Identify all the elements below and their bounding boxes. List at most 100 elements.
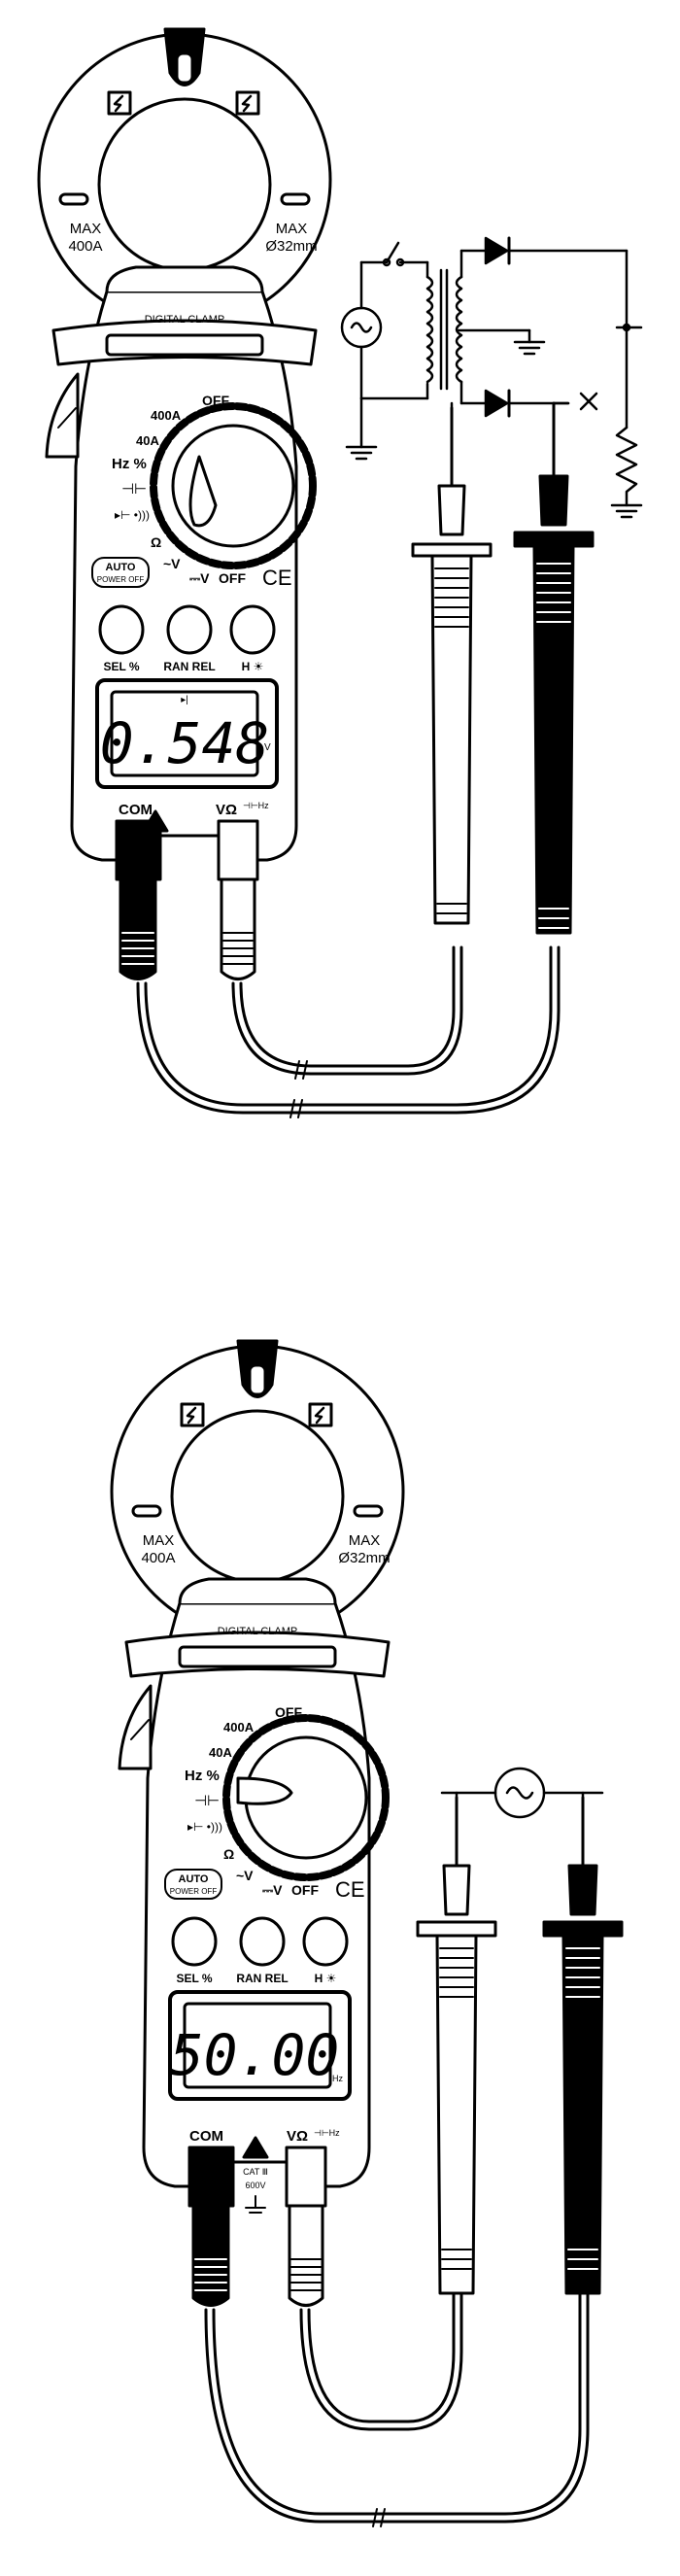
ran-rel-button-label: RAN REL: [163, 660, 215, 673]
power-off-label: POWER OFF: [170, 1887, 218, 1896]
com-label: COM: [189, 2128, 223, 2145]
ce-mark: CE: [335, 1877, 365, 1902]
v-ohm-jack[interactable]: [285, 2146, 327, 2208]
diode-bottom: [484, 389, 509, 418]
hold-light-button-label: H ☀: [315, 1972, 337, 1985]
max-current-line1: MAX: [143, 1532, 175, 1549]
auto-label: AUTO: [179, 1873, 209, 1885]
warning-bolt-icon: [308, 1402, 333, 1427]
lcd-reading: 50.00: [170, 2022, 340, 2088]
dial-off-top: OFF: [202, 393, 229, 408]
lcd-bezel: [168, 1990, 352, 2101]
hand-guard: [124, 1631, 391, 1678]
com-jack[interactable]: [187, 2146, 235, 2208]
ce-mark: CE: [262, 566, 292, 590]
max-diameter-line2: Ø32mm: [338, 1550, 390, 1566]
ac-source-circuit: [440, 1767, 604, 1819]
black-lead-cable: [136, 945, 561, 1115]
hold-light-button-label: H ☀: [242, 660, 264, 673]
diagram-2-svg: MAX 400A MAX Ø32mm DIGITAL CLAMP OFF 400…: [110, 1339, 624, 2527]
hold-light-button[interactable]: [302, 1916, 349, 1967]
max-diameter-line2: Ø32mm: [265, 238, 317, 255]
black-plug: [191, 2204, 230, 2307]
black-plug-grip: [121, 932, 154, 965]
dial-diode: ▸⊢ •))): [187, 1820, 222, 1834]
jaw-mark-left: [131, 1504, 162, 1518]
max-current-line1: MAX: [70, 221, 102, 237]
clamp-jaw-opening: [97, 97, 272, 272]
diode-top: [484, 236, 509, 265]
brand-label: DIGITAL CLAMP: [145, 314, 225, 326]
dial-pointer: [236, 1776, 293, 1805]
diagram-diode-measurement: MAX 400A MAX Ø32mm DIGITAL CLAMP OFF 400…: [0, 0, 680, 1166]
com-jack[interactable]: [115, 819, 162, 881]
dial-400a: 400A: [223, 1720, 255, 1735]
white-test-probe: [416, 1796, 497, 2295]
dial-acv: ~V: [163, 556, 181, 571]
rectifier-circuit: [340, 236, 643, 519]
dial-capacitance: ⊣⊢: [194, 1793, 220, 1809]
jaw-trigger: [45, 372, 80, 459]
dial-ohm: Ω: [151, 534, 161, 550]
warning-bolt-icon: [107, 90, 132, 116]
sel-button[interactable]: [171, 1916, 218, 1967]
cap-hz-label: ⊣⊢Hz: [314, 2128, 340, 2138]
load-resistor: [615, 426, 638, 507]
rotary-dial[interactable]: [150, 402, 317, 569]
lcd-screen: [110, 690, 259, 777]
dial-off-bottom: OFF: [219, 570, 246, 586]
warning-triangle-icon: [242, 2136, 269, 2159]
ran-rel-button[interactable]: [239, 1916, 286, 1967]
diagram-frequency-measurement: MAX 400A MAX Ø32mm DIGITAL CLAMP OFF 400…: [0, 1322, 680, 2576]
sel-button-label: SEL %: [176, 1972, 212, 1985]
com-label: COM: [119, 802, 153, 818]
dial-hz: Hz %: [112, 456, 147, 472]
dial-pointer: [188, 455, 218, 528]
red-lead-cable: [299, 2291, 463, 2431]
dial-ohm: Ω: [223, 1846, 234, 1862]
jaw-mark-right: [353, 1504, 384, 1518]
white-plug: [220, 877, 256, 980]
dial-capacitance: ⊣⊢: [121, 481, 147, 498]
red-lead-cable: [231, 945, 463, 1076]
dial-acv: ~V: [236, 1868, 254, 1883]
lcd-diode-indicator: ▸|: [181, 695, 188, 705]
white-test-probe: [411, 406, 493, 925]
white-plug-grip: [222, 932, 254, 965]
ran-rel-button-label: RAN REL: [236, 1972, 288, 1985]
sel-button-label: SEL %: [103, 660, 139, 673]
jaw-trigger: [118, 1684, 153, 1770]
max-diameter-line1: MAX: [349, 1532, 381, 1549]
white-plug-grip: [290, 2258, 322, 2291]
v-ohm-label: VΩ: [216, 802, 237, 818]
max-current-line2: 400A: [141, 1550, 175, 1566]
dial-off-bottom: OFF: [291, 1882, 319, 1898]
max-diameter-line1: MAX: [276, 221, 308, 237]
sel-button[interactable]: [98, 604, 145, 655]
v-ohm-jack[interactable]: [217, 819, 259, 881]
hold-light-button[interactable]: [229, 604, 276, 655]
lcd-reading: 0.548: [100, 710, 270, 776]
dial-40a: 40A: [209, 1745, 232, 1760]
black-lead-cable: [204, 2291, 590, 2524]
rotary-dial[interactable]: [222, 1714, 390, 1881]
jaw-mark-right: [280, 192, 311, 206]
black-test-probe: [513, 401, 595, 935]
hand-guard: [51, 319, 318, 366]
black-plug: [119, 877, 157, 980]
lcd-unit: Hz: [332, 2074, 343, 2083]
max-current-line2: 400A: [68, 238, 102, 255]
diagram-1-svg: MAX 400A MAX Ø32mm DIGITAL CLAMP OFF 400…: [37, 27, 643, 1118]
voltage-rating: 600V: [245, 2181, 265, 2190]
black-test-probe: [542, 1796, 624, 2295]
auto-label: AUTO: [106, 562, 136, 573]
lcd-screen: [183, 2002, 332, 2089]
jaw-mark-left: [58, 192, 89, 206]
dial-40a: 40A: [136, 433, 159, 448]
dial-hz: Hz %: [185, 1768, 220, 1784]
brand-label: DIGITAL CLAMP: [218, 1626, 298, 1637]
ran-rel-button[interactable]: [166, 604, 213, 655]
black-plug-grip: [194, 2258, 227, 2291]
lcd-bezel: [95, 678, 279, 789]
clamp-jaw-opening: [170, 1409, 345, 1584]
